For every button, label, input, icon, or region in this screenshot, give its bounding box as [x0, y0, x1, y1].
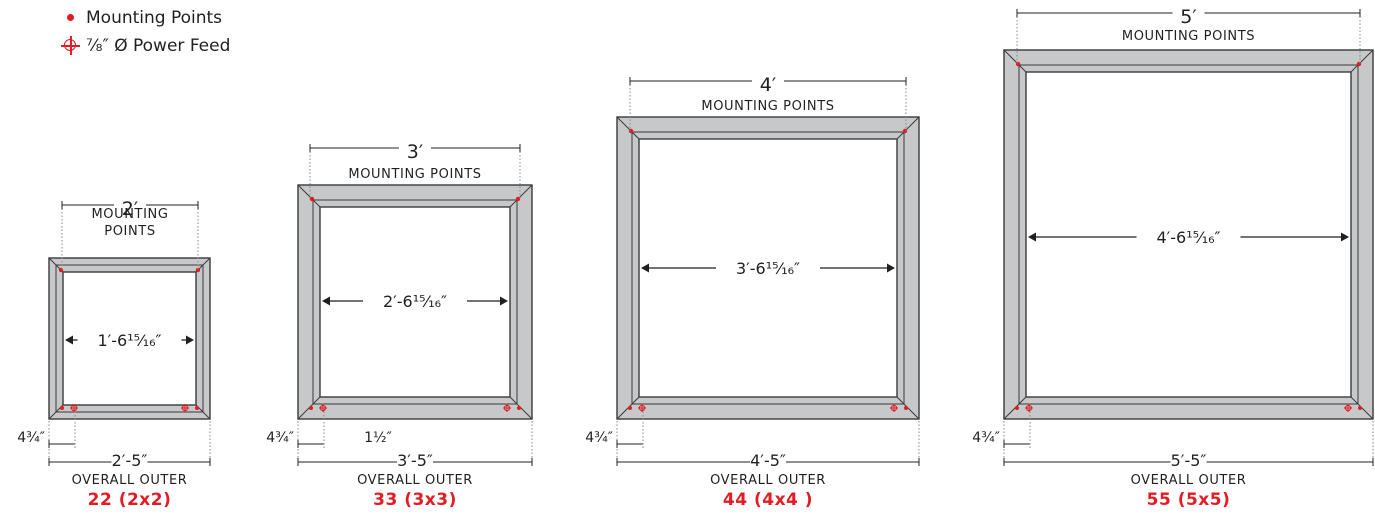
frame-22-bevel [55, 264, 204, 413]
mounting-point-44-left [628, 128, 634, 134]
mount-label-33-0: MOUNTING POINTS [348, 167, 481, 182]
mount-value-33: 3′ [407, 141, 423, 163]
power-feed-55-dot-1 [1358, 406, 1362, 410]
frame-44-bevel [631, 131, 905, 405]
power-feed-55-dot-0 [1015, 406, 1019, 410]
model-label-22: 22 (2x2) [88, 490, 172, 510]
mounting-point-22-right [195, 267, 201, 273]
side-dim-label-55: 4¾″ [972, 430, 1000, 446]
power-feed-44-dot-0 [628, 406, 632, 410]
mount-label-22-1: POINTS [104, 224, 155, 239]
frame-55-bevel [1018, 64, 1359, 405]
outer-dim-33: 3′-5″ [397, 451, 433, 470]
inner-arrow-33-left [322, 296, 330, 306]
inner-arrow-44-right [887, 263, 895, 273]
inner-arrow-22-right [186, 335, 194, 345]
power-feed-33-dot-1 [517, 406, 521, 410]
outer-label-33: OVERALL OUTER [357, 473, 473, 488]
outer-label-22: OVERALL OUTER [72, 473, 188, 488]
mount-value-55: 5′ [1180, 6, 1196, 28]
power-feed-22-dot-0 [60, 406, 64, 410]
frame-44-miter-0 [616, 116, 640, 140]
inner-dim-55: 4′-6¹⁵⁄₁₆″ [1156, 228, 1220, 247]
mounting-point-55-left [1015, 61, 1021, 67]
mount-label-55-0: MOUNTING POINTS [1122, 29, 1255, 44]
legend-power-feed-label: ⅞″ Ø Power Feed [86, 36, 231, 56]
outer-dim-44: 4′-5″ [750, 451, 786, 470]
legend-mounting-points: Mounting Points [64, 4, 230, 32]
inner-dim-33: 2′-6¹⁵⁄₁₆″ [383, 292, 447, 311]
model-label-55: 55 (5x5) [1147, 490, 1231, 510]
mount-label-44-0: MOUNTING POINTS [701, 99, 834, 114]
outer-label-55: OVERALL OUTER [1131, 473, 1247, 488]
inner-arrow-33-right [500, 296, 508, 306]
mount-value-22: 2′ [122, 198, 138, 220]
legend-power-feed: ⅞″ Ø Power Feed [61, 32, 231, 60]
frame-33-opening [319, 206, 511, 398]
inner-dim-22: 1′-6¹⁵⁄₁₆″ [97, 331, 161, 350]
mounting-point-33-right [515, 196, 521, 202]
inner-arrow-44-left [641, 263, 649, 273]
frame-33-miter-1 [509, 184, 533, 208]
inner-arrow-55-left [1028, 232, 1036, 242]
legend: Mounting Points ⅞″ Ø Power Feed [61, 4, 231, 60]
frame-55-miter-1 [1350, 49, 1374, 73]
crosshair-circle-icon [61, 36, 80, 55]
model-label-44: 44 (4x4 ) [723, 490, 813, 510]
frame-44-miter-1 [896, 116, 920, 140]
mounting-point-55-right [1356, 61, 1362, 67]
frame-22-opening [62, 271, 197, 406]
outer-dim-55: 5′-5″ [1171, 451, 1207, 470]
side-dim-label-44: 4¾″ [585, 430, 613, 446]
outer-dim-22: 2′-5″ [112, 451, 148, 470]
frame-55-miter-0 [1003, 49, 1027, 73]
power-feed-22-dot-1 [195, 406, 199, 410]
mount-value-44: 4′ [760, 74, 776, 96]
frame-55-opening [1025, 71, 1352, 398]
mounting-point-33-left [309, 196, 315, 202]
red-dot-icon [64, 11, 78, 25]
power-feed-44-dot-1 [904, 406, 908, 410]
inner-arrow-22-left [65, 335, 73, 345]
inner-arrow-55-right [1341, 232, 1349, 242]
side-dim-label-22: 4¾″ [17, 430, 45, 446]
rail-dim-label-33: 1½″ [364, 430, 392, 446]
frame-33-bevel [312, 199, 518, 405]
legend-mounting-label: Mounting Points [86, 8, 223, 28]
inner-dim-44: 3′-6¹⁵⁄₁₆″ [736, 259, 800, 278]
model-label-33: 33 (3x3) [373, 490, 457, 510]
power-feed-33-dot-0 [309, 406, 313, 410]
mounting-point-44-right [902, 128, 908, 134]
outer-label-44: OVERALL OUTER [710, 473, 826, 488]
side-dim-label-33: 4¾″ [266, 430, 294, 446]
frame-33-miter-0 [297, 184, 321, 208]
mounting-point-22-left [58, 267, 64, 273]
mount-label-22-0: MOUNTING [91, 207, 168, 222]
